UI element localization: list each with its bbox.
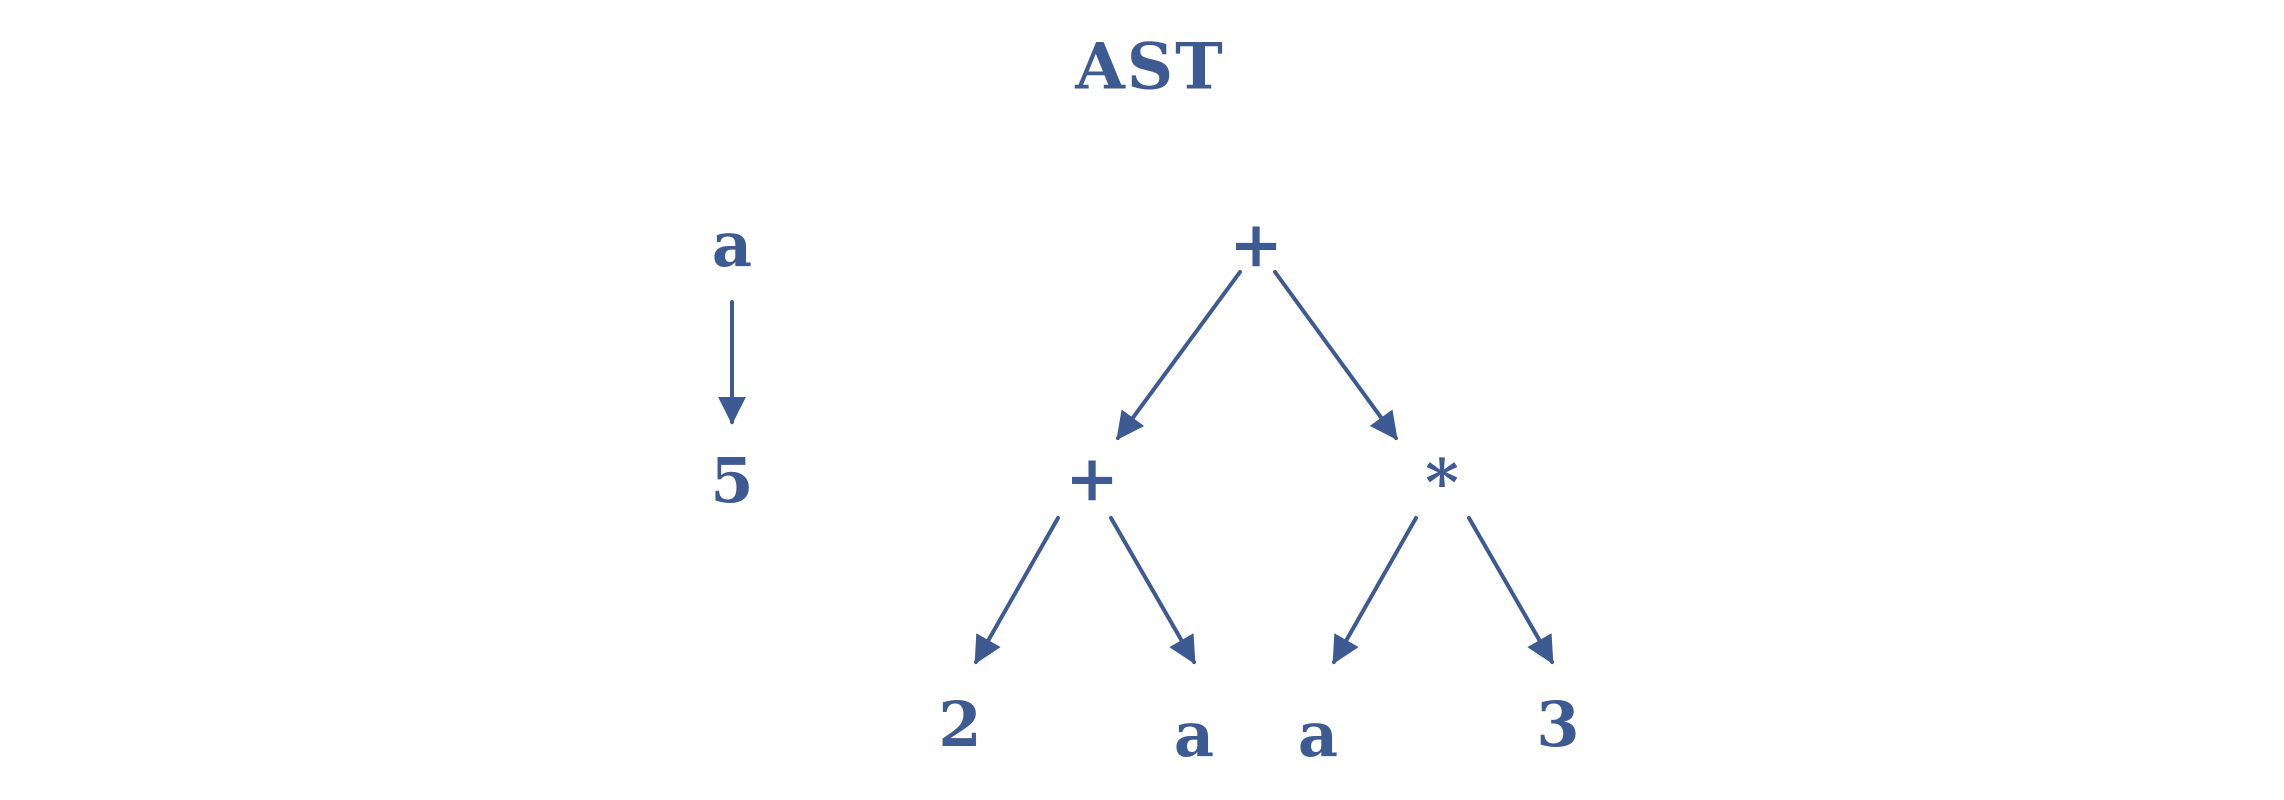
leaf-3: 3 xyxy=(1536,688,1579,761)
left-plus-node: + xyxy=(1065,442,1119,517)
assignment-value-node: 5 xyxy=(710,444,753,517)
root-plus-node: + xyxy=(1229,208,1283,283)
leaf-a-left: a xyxy=(1174,698,1214,771)
leaf-2: 2 xyxy=(938,688,981,761)
diagram-title: AST xyxy=(1074,30,1225,105)
edge-root-to-right xyxy=(1273,270,1398,441)
multiply-node: * xyxy=(1425,446,1458,521)
edge-multiply-to-a xyxy=(1332,516,1418,665)
edge-left-to-2 xyxy=(974,516,1060,665)
leaf-a-right: a xyxy=(1298,698,1338,771)
assignment-variable-node: a xyxy=(712,208,752,281)
edge-root-to-left xyxy=(1116,270,1242,441)
edge-left-to-a xyxy=(1109,516,1196,665)
edge-multiply-to-3 xyxy=(1467,516,1554,665)
